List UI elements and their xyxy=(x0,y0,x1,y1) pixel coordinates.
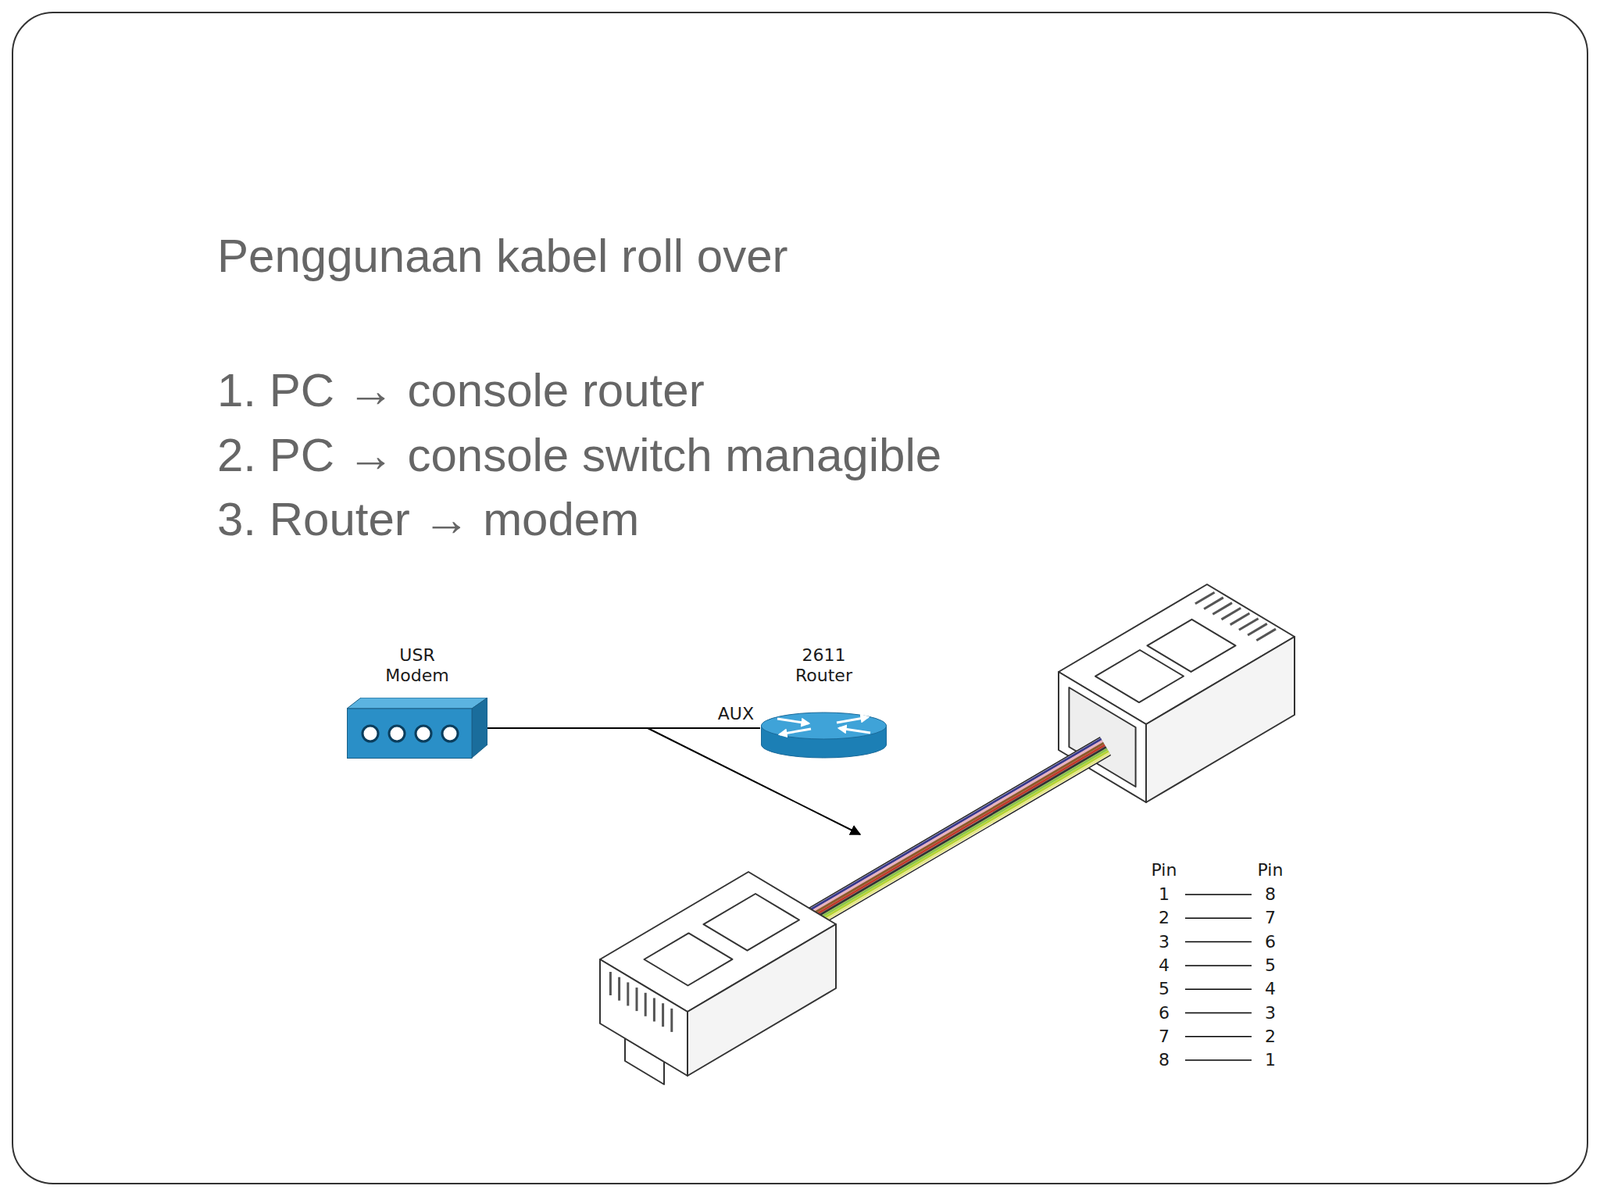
modem-front xyxy=(347,708,473,759)
router-arrow xyxy=(777,718,809,724)
slide-title: Penggunaan kabel roll over xyxy=(217,228,789,285)
pin-number: 1 xyxy=(1158,884,1170,905)
plug-window xyxy=(644,932,733,986)
modem-side xyxy=(471,697,488,758)
pin-number: 3 xyxy=(1264,1003,1276,1024)
list-item: 1. PC → console router xyxy=(217,362,705,419)
pin-number: 4 xyxy=(1264,978,1276,1000)
plug-contacts xyxy=(1195,592,1276,641)
cable-wires xyxy=(808,739,1111,925)
list-item: 3. Router → modem xyxy=(217,491,640,548)
pin-number: 8 xyxy=(1264,884,1276,905)
device-label: 2611 Router xyxy=(795,645,853,686)
pin-number: 4 xyxy=(1158,955,1170,976)
pin-number: 2 xyxy=(1264,1026,1276,1047)
modem-light xyxy=(389,725,405,742)
port-label: AUX xyxy=(716,703,756,725)
pin-header: Pin xyxy=(1257,860,1284,881)
router-arrow xyxy=(836,717,868,723)
plug-window xyxy=(703,893,800,951)
modem-node: USR Modem xyxy=(346,645,488,759)
pin-number: 5 xyxy=(1264,955,1276,976)
slide-border xyxy=(12,12,1588,1184)
modem-symbol xyxy=(346,697,488,759)
plug-side xyxy=(1146,636,1295,803)
pin-number: 7 xyxy=(1158,1026,1170,1047)
plug-side xyxy=(687,924,836,1076)
rj45-plug xyxy=(1058,584,1295,803)
pin-number: 5 xyxy=(1158,978,1170,1000)
pin-number: 1 xyxy=(1264,1050,1276,1071)
list-item: 2. PC → console switch managible xyxy=(217,427,942,484)
pin-number: 7 xyxy=(1264,907,1276,929)
pin-number: 6 xyxy=(1264,932,1276,953)
router-node: 2611 Router xyxy=(760,645,888,761)
plug-back xyxy=(1058,671,1147,803)
pin-header: Pin xyxy=(1151,860,1178,881)
pin-number: 6 xyxy=(1158,1003,1170,1024)
modem-light xyxy=(362,725,379,742)
plug-window xyxy=(1147,619,1236,672)
pin-map-lines xyxy=(1185,894,1252,1061)
pin-number: 8 xyxy=(1158,1050,1170,1071)
pin-number: 2 xyxy=(1158,907,1170,929)
plug-contacts xyxy=(610,971,672,1033)
modem-light xyxy=(415,725,432,742)
plug-window xyxy=(1095,650,1184,703)
pin-number: 3 xyxy=(1158,932,1170,953)
router-top xyxy=(761,712,887,740)
serial-cable xyxy=(487,727,761,729)
modem-top xyxy=(346,697,488,709)
rj45-plug xyxy=(600,871,836,1085)
router-arrow xyxy=(779,728,811,735)
router-symbol xyxy=(760,711,888,761)
modem-light xyxy=(442,725,458,742)
router-arrow xyxy=(839,728,871,733)
device-label: USR Modem xyxy=(385,645,449,686)
